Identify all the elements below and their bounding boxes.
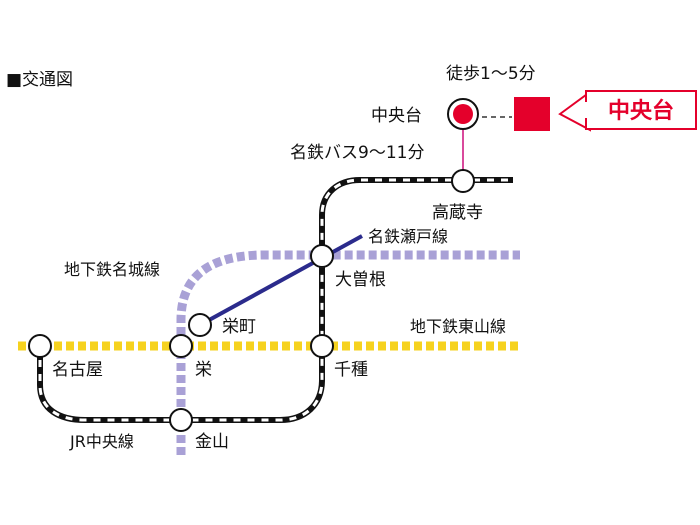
meijo-line: [176, 250, 520, 455]
station-nagoya-marker: [28, 334, 52, 358]
station-chikusa-marker: [310, 334, 334, 358]
station-nagoya-label: 名古屋: [52, 360, 103, 380]
station-sakaemachi-label: 栄町: [222, 317, 256, 337]
jr-chuo-line-label: JR中央線: [69, 432, 134, 451]
station-kanayama-label: 金山: [195, 432, 229, 452]
meijo-line-label: 地下鉄名城線: [64, 260, 160, 279]
station-chuodai-label: 中央台: [371, 106, 422, 126]
destination-callout-box: [585, 90, 697, 130]
bus-note: 名鉄バス9～11分: [290, 143, 424, 163]
walk-note: 徒歩1～5分: [446, 64, 536, 84]
station-takakuraji-marker: [451, 169, 475, 193]
destination-label: 中央台: [608, 98, 674, 124]
station-sakaemachi-marker: [188, 313, 212, 337]
map-title: ■交通図: [6, 70, 73, 90]
seto-line-label: 名鉄瀬戸線: [368, 227, 448, 246]
station-kanayama-marker: [169, 408, 193, 432]
station-ozone-marker: [310, 244, 334, 268]
higashiyama-line-label: 地下鉄東山線: [410, 317, 506, 336]
station-chikusa-label: 千種: [334, 360, 368, 380]
station-sakae-label: 栄: [195, 360, 212, 380]
station-takakuraji-label: 高蔵寺: [432, 203, 483, 223]
chuodai-marker: [447, 98, 479, 130]
station-sakae-marker: [169, 334, 193, 358]
destination-square: [514, 97, 550, 131]
jr-chuo-line: [37, 177, 513, 423]
seto-line: [199, 234, 363, 327]
station-ozone-label: 大曽根: [335, 270, 386, 290]
